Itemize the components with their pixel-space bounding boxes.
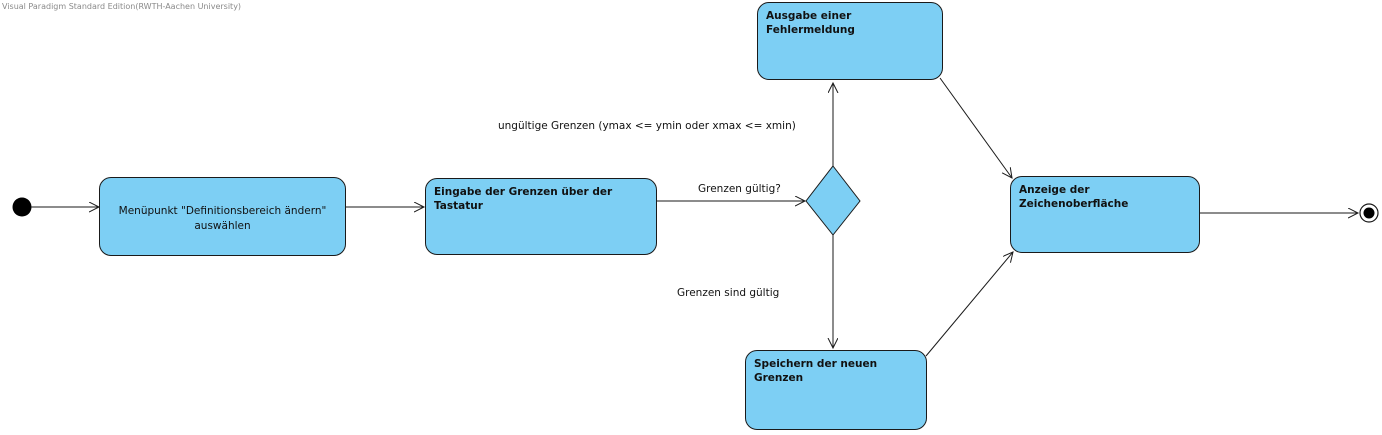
action-menuepunkt-line1: Menüpunkt "Definitionsbereich ändern" [118,205,327,217]
edge-label-ungueltige-grenzen: ungültige Grenzen (ymax <= ymin oder xma… [498,120,796,132]
watermark-text: Visual Paradigm Standard Edition(RWTH-Aa… [2,2,242,11]
edge-fehler-to-anzeige [939,77,1012,178]
decision-node[interactable] [805,165,861,236]
action-speichern-label: Speichern der neuen Grenzen [754,358,878,384]
action-eingabe-grenzen[interactable]: Eingabe der Grenzen über der Tastatur [425,178,657,255]
action-menuepunkt-auswaehlen[interactable]: Menüpunkt "Definitionsbereich ändern" au… [99,177,346,256]
action-speichern-grenzen[interactable]: Speichern der neuen Grenzen [745,350,927,430]
action-eingabe-line2: Tastatur [434,200,483,212]
edge-label-grenzen-gueltig-frage: Grenzen gültig? [698,183,781,195]
action-eingabe-label: Eingabe der Grenzen über der Tastatur [434,185,648,213]
action-anzeige-label: Anzeige der Zeichenoberfläche [1019,184,1129,210]
action-menuepunkt-line2: auswählen [194,220,251,232]
action-menuepunkt-label: Menüpunkt "Definitionsbereich ändern" au… [100,204,345,234]
initial-node[interactable] [12,197,32,217]
action-fehler-label: Ausgabe einer Fehlermeldung [766,10,855,36]
action-anzeige-zeichenoberflaeche[interactable]: Anzeige der Zeichenoberfläche [1010,176,1200,253]
edge-speichern-to-anzeige [925,252,1013,357]
edge-label-grenzen-sind-gueltig: Grenzen sind gültig [677,287,780,299]
final-node[interactable] [1359,203,1379,223]
action-ausgabe-fehlermeldung[interactable]: Ausgabe einer Fehlermeldung [757,2,943,80]
action-eingabe-line1: Eingabe der Grenzen über der [434,186,613,198]
